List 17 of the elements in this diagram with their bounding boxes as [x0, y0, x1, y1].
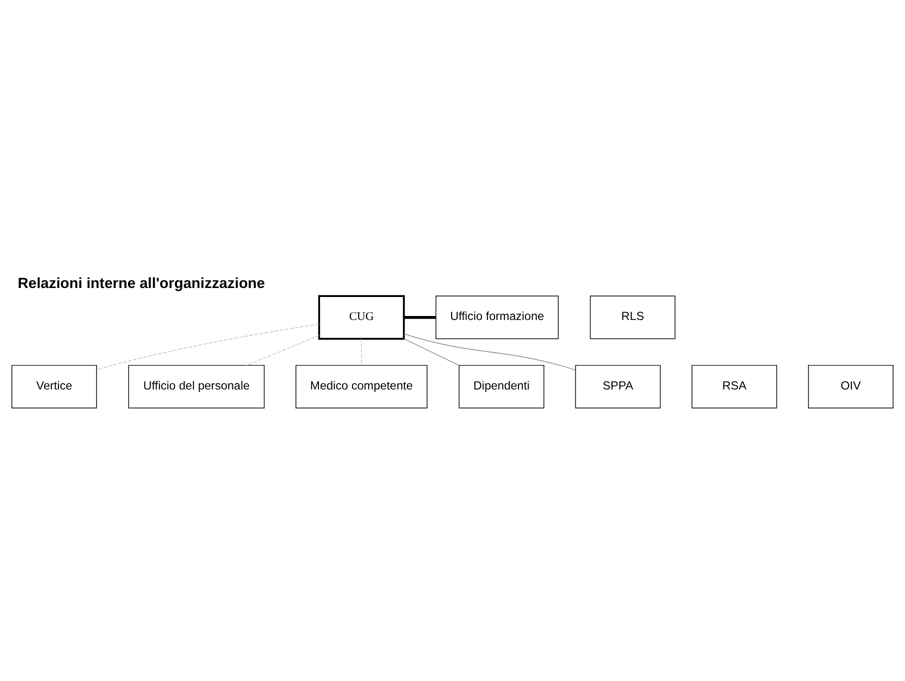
- connector: [404, 338, 460, 366]
- connector: [96, 323, 320, 370]
- node-box: OIV: [808, 364, 894, 408]
- connector: [404, 315, 436, 318]
- connector: [246, 334, 320, 366]
- node-box: SPPA: [575, 364, 661, 408]
- connector: [404, 333, 576, 370]
- node-box: Vertice: [12, 364, 97, 408]
- diagram-title: Relazioni interne all'organizzazione: [18, 275, 265, 292]
- connector: [361, 338, 362, 365]
- node-box: RSA: [692, 364, 778, 408]
- node-box: Ufficio formazione: [436, 295, 559, 339]
- node-box: Ufficio del personale: [128, 364, 265, 408]
- node-box: Dipendenti: [458, 364, 544, 408]
- node-box: CUG: [318, 294, 405, 340]
- node-box: RLS: [590, 295, 676, 339]
- node-box: Medico competente: [296, 364, 428, 408]
